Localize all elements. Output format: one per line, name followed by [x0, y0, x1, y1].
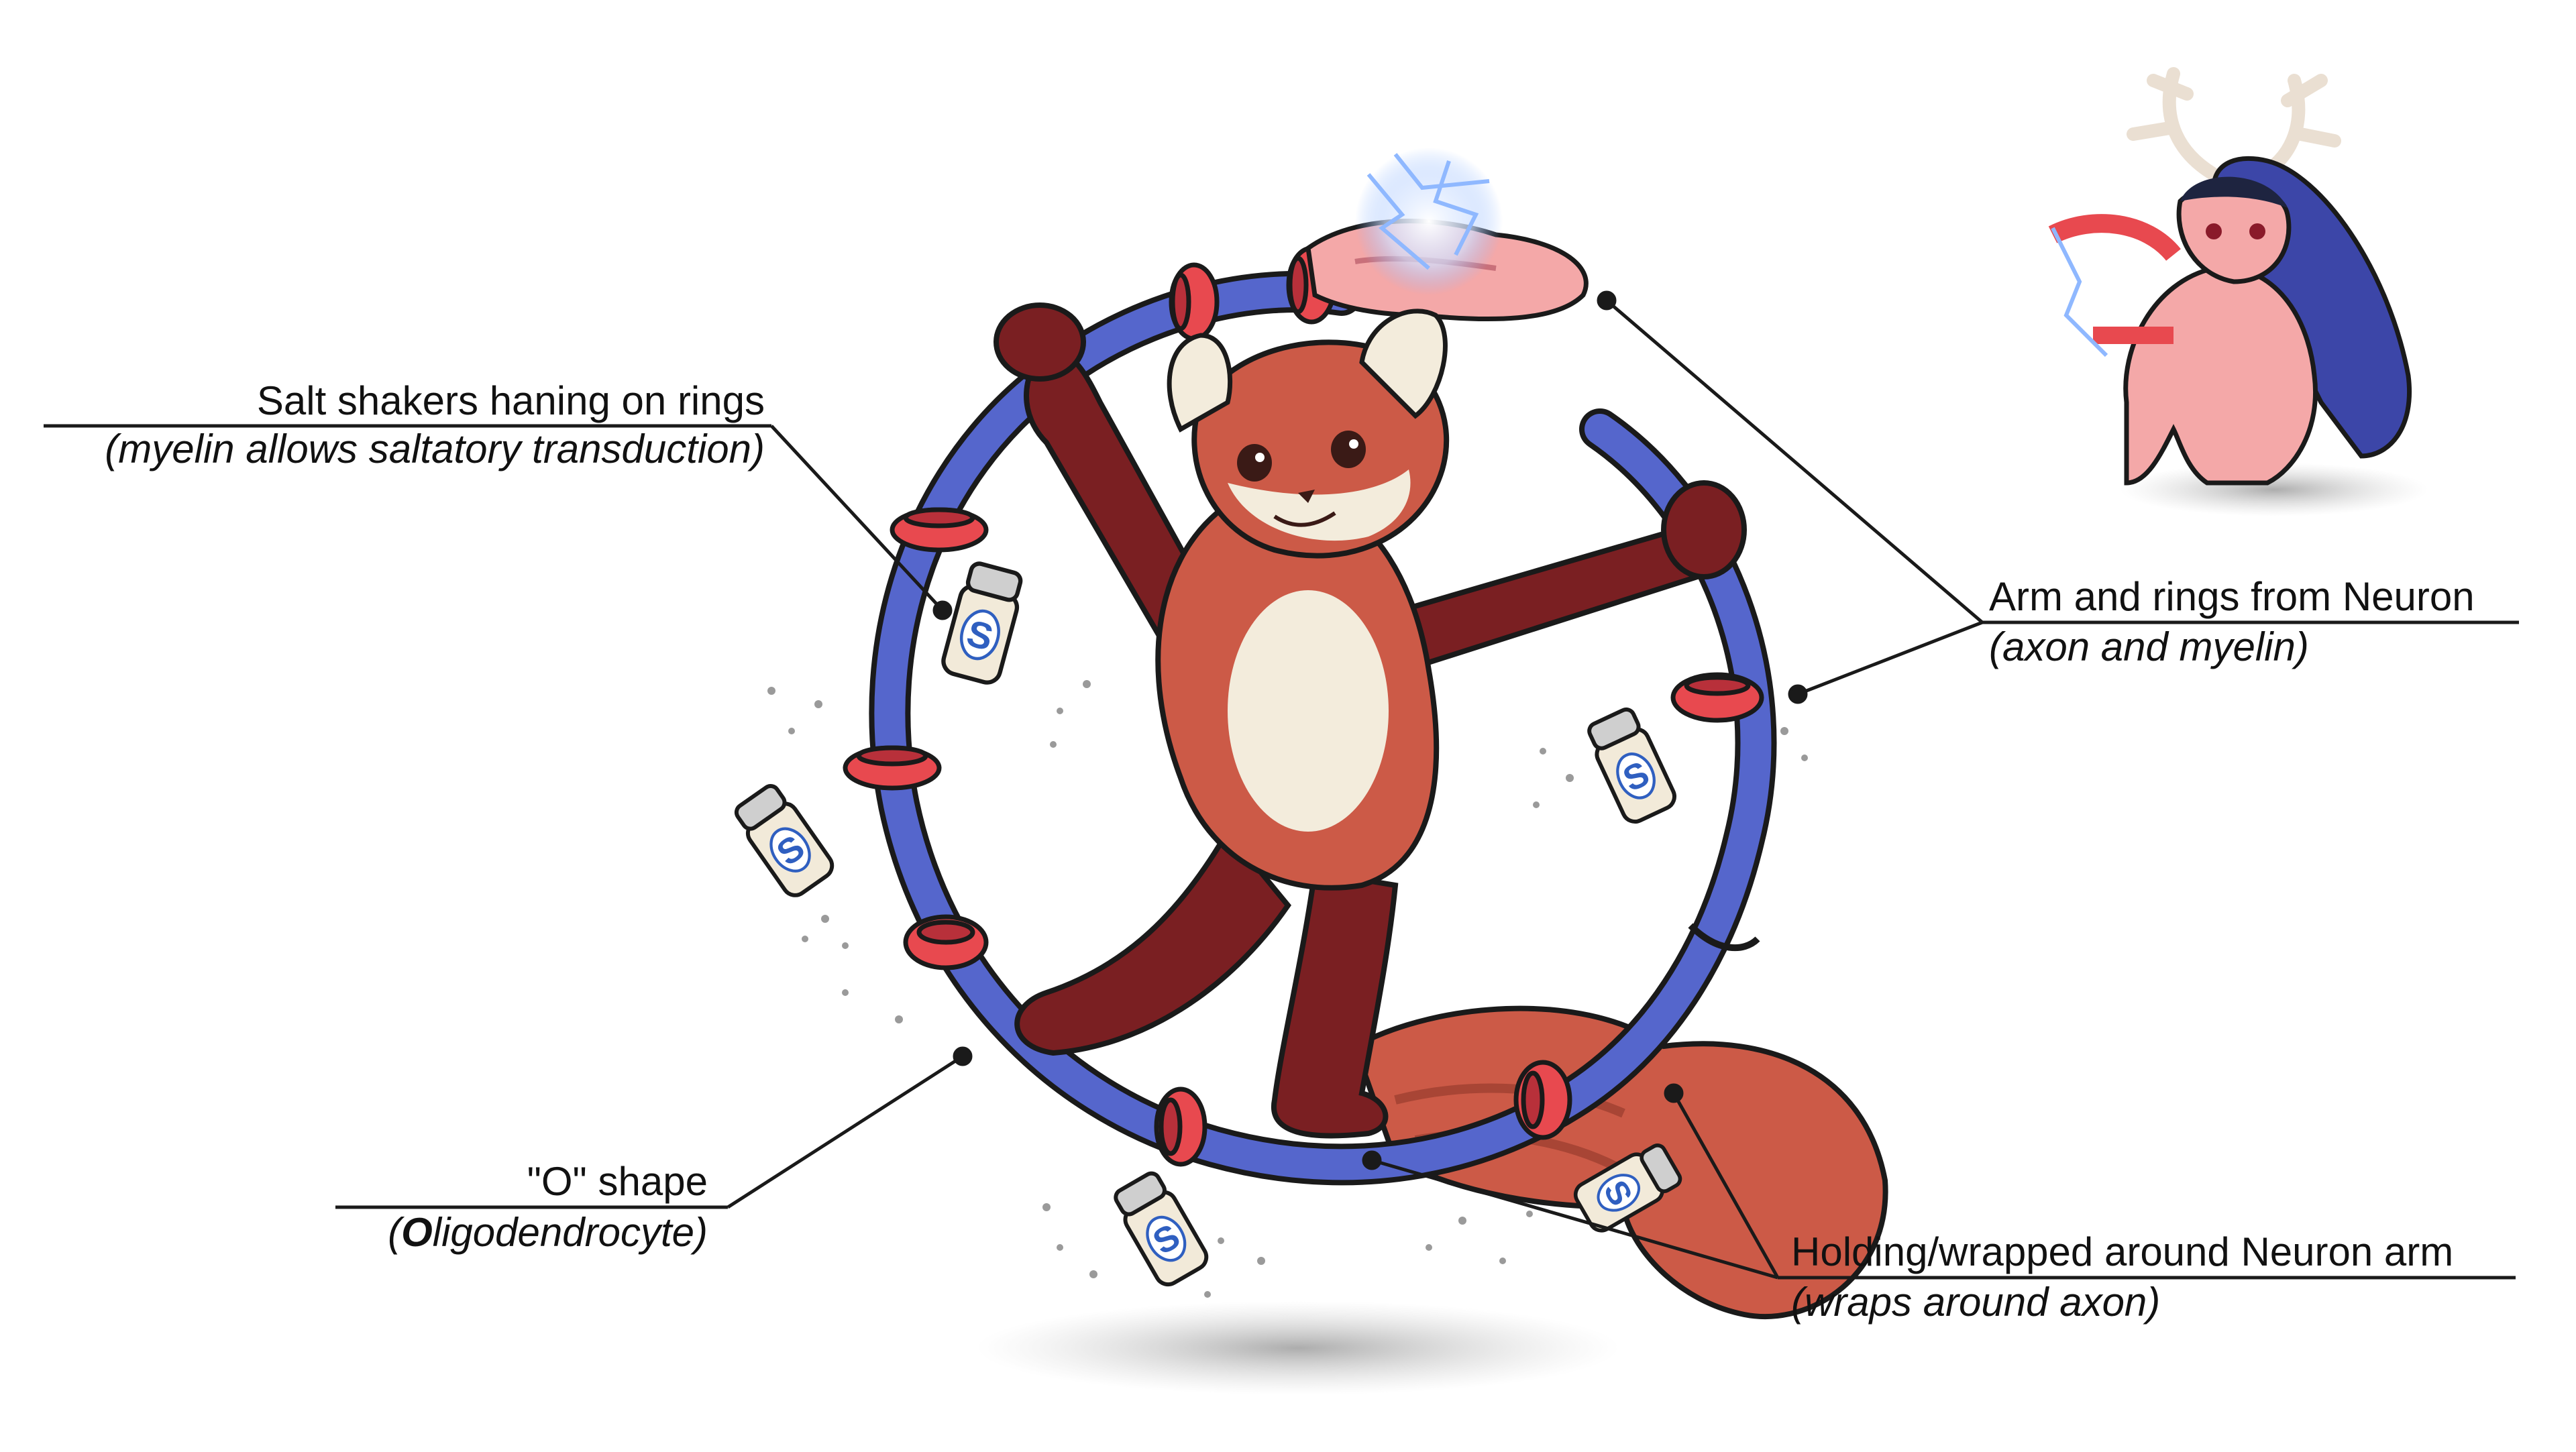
ground-shadow: [976, 1301, 1620, 1395]
label-arm: Arm and rings from Neuron (axon and myel…: [1989, 574, 2475, 669]
myelin-ring: [1670, 672, 1764, 723]
electric-spark-icon: [1355, 148, 1503, 295]
myelin-ring: [903, 914, 989, 970]
label-salt-main: Salt shakers haning on rings: [257, 378, 765, 423]
myelin-ring: [843, 745, 942, 791]
panda-belly: [1228, 590, 1389, 832]
myelin-ring: [1513, 1060, 1572, 1140]
label-holding-sub: (wraps around axon): [1791, 1280, 2160, 1325]
label-o-shape-main: "O" shape: [527, 1159, 708, 1204]
panda-left-paw: [994, 302, 1086, 382]
label-holding: Holding/wrapped around Neuron arm (wraps…: [1791, 1229, 2453, 1325]
label-arm-sub: (axon and myelin): [1989, 624, 2309, 669]
label-o-shape: "O" shape (Oligodendrocyte): [388, 1159, 708, 1255]
panda-right-paw: [1661, 480, 1747, 579]
neuron-hand: [1305, 148, 1589, 322]
myelin-ring: [1154, 1086, 1208, 1167]
label-salt-sub: (myelin allows saltatory transduction): [105, 427, 765, 471]
label-arm-main: Arm and rings from Neuron: [1989, 574, 2475, 619]
myelin-ring: [890, 507, 989, 553]
label-holding-main: Holding/wrapped around Neuron arm: [1791, 1229, 2453, 1274]
panda-mouth: [1273, 511, 1336, 527]
leader-lines: [44, 290, 2519, 1280]
antlered-neuron-character: [2048, 67, 2428, 516]
panda-eye-right: [1331, 431, 1366, 468]
label-o-shape-sub: (Oligodendrocyte): [388, 1210, 708, 1255]
label-salt: Salt shakers haning on rings (myelin all…: [105, 378, 765, 471]
red-panda-oligodendrocyte: [994, 302, 1747, 1139]
myelin-ring: [1169, 262, 1220, 341]
panda-eye-left: [1237, 444, 1272, 482]
panda-nose: [1298, 490, 1315, 503]
salt-particles: [767, 680, 1808, 1298]
